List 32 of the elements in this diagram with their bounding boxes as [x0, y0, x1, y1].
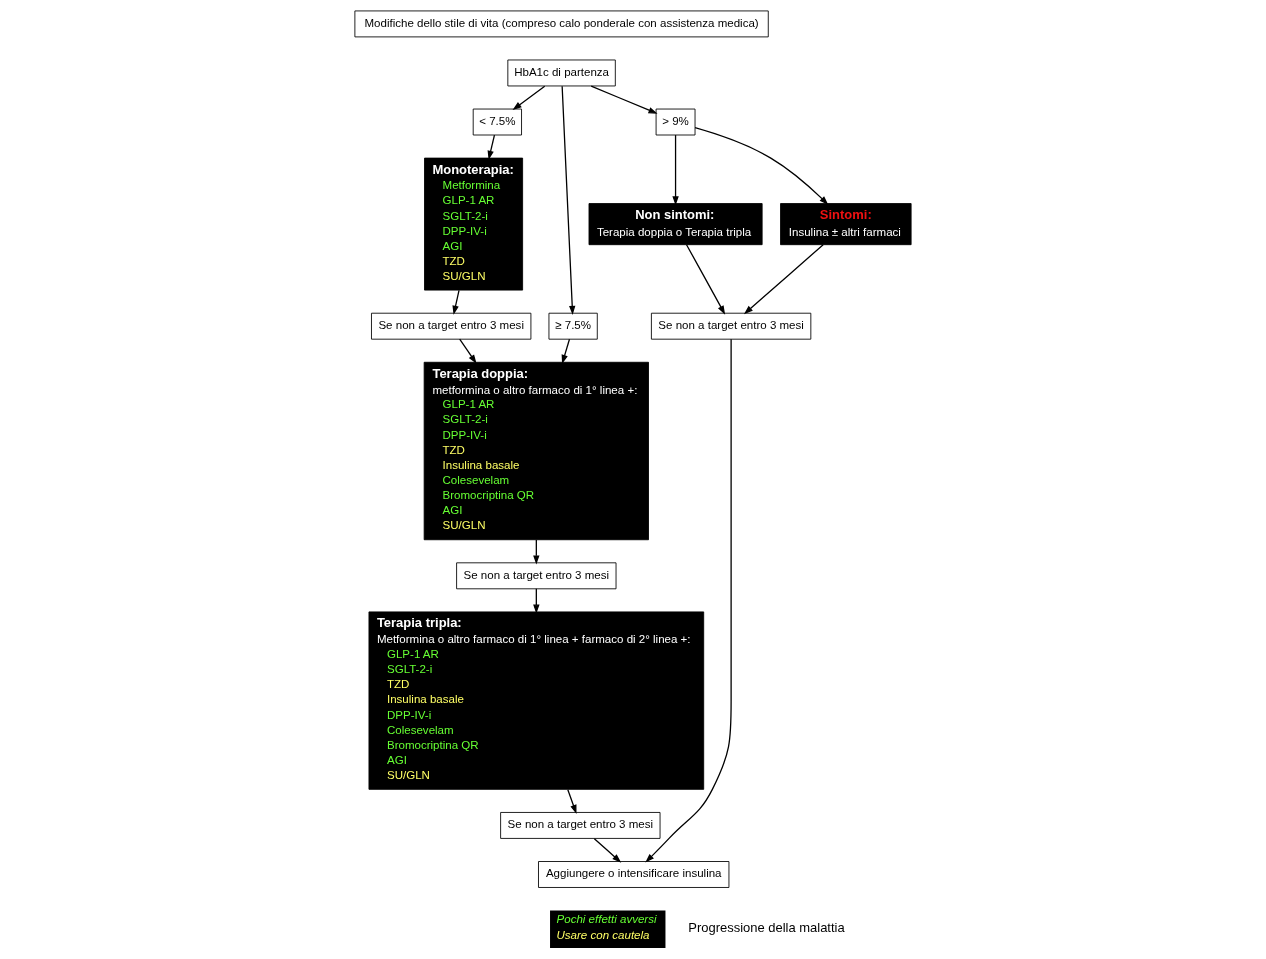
node-box: Non sintomi: Terapia doppia o Terapia tripla [588, 203, 763, 246]
arrow [593, 838, 622, 863]
arrow [645, 338, 732, 863]
node-box: Terapia tripla: Metformina o altro farmaco di 1° linea + farmaco di 2° linea +: GLP-1 AR SGLT-2-i TZD Insulina basale DPP-IV-i Colesevelam Bromocriptina QR AGI SU/GLN [368, 611, 705, 790]
arrow [561, 338, 571, 364]
node-box: < 7.5% [472, 108, 522, 136]
label: Progressione della malattia [688, 920, 845, 936]
arrow [567, 789, 577, 814]
node-box: Sintomi: Insulina ± altri farmaci [780, 203, 912, 246]
legend-label: Pochi effetti avversi [556, 913, 657, 926]
node-box: Se non a target entro 3 mesi [371, 312, 532, 340]
node-box: Aggiungere o intensificare insulina [538, 861, 730, 888]
arrow [672, 134, 679, 206]
node-box: > 9% [655, 108, 696, 136]
arrow [685, 244, 726, 315]
arrow [694, 127, 829, 205]
legend-label: Usare con cautela [556, 929, 650, 942]
node-box: Se non a target entro 3 mesi [650, 312, 812, 340]
node-box: Monoterapia: Metformina GLP-1 AR SGLT-2-i DPP-IV-i AGI TZD SU/GLN [424, 157, 524, 291]
node-box: Se non a target entro 3 mesi [456, 562, 617, 590]
node-box: Modifiche dello stile di vita (compreso calo ponderale con assistenza medica) [354, 10, 769, 38]
arrow [590, 85, 658, 114]
node-box: HbA1c di partenza [507, 59, 616, 87]
node-box: Terapia doppia: metformina o altro farmaco di 1° linea +: GLP-1 AR SGLT-2-i DPP-IV-i TZD Insulina basale Colesevelam Bromocriptina QR AGI SU/GLN [423, 361, 649, 541]
arrow [459, 338, 477, 364]
node-box: Se non a target entro 3 mesi [500, 812, 661, 839]
arrow [512, 85, 546, 111]
arrow [561, 85, 576, 315]
node-box: ≥ 7.5% [548, 312, 598, 340]
arrow [743, 244, 824, 315]
arrow [487, 134, 496, 160]
arrow [452, 289, 460, 315]
